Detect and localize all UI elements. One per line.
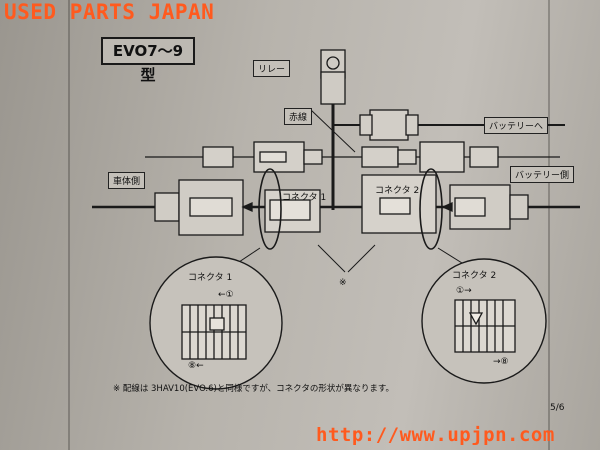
connector-1-label: コネクタ 1 (282, 193, 327, 203)
to-battery-label: バッテリーへ (484, 117, 549, 134)
red-wire-leader (310, 109, 356, 153)
watermark-bottom: http://www.upjpn.com (316, 424, 555, 446)
connector-2-highlight (419, 168, 443, 250)
page-number: 5/6 (550, 403, 565, 413)
relay-body (320, 71, 346, 105)
relay-circle (326, 56, 340, 70)
battery-side-label: バッテリー側 (510, 166, 575, 183)
paper-fold-line (68, 0, 70, 450)
inline-fuse-body (369, 109, 409, 141)
detail-1-title: コネクタ 1 (188, 273, 233, 283)
detail-1-pin-start: ←① (218, 290, 234, 300)
model-title: EVO7～9 型 (101, 37, 195, 84)
body-side-label: 車体側 (108, 172, 146, 189)
paper-fold-line (548, 0, 550, 450)
connector-1-highlight (258, 168, 282, 250)
red-wire-label: 赤線 (284, 108, 313, 125)
detail-1-pin-end: ⑧← (188, 361, 204, 371)
connector-2-label: コネクタ 2 (375, 186, 420, 196)
detail-2-pin-start: ①→ (456, 286, 472, 296)
asterisk-mark: ※ (339, 278, 347, 288)
detail-2-pin-end: →⑧ (493, 357, 509, 367)
footnote: ※ 配線は 3HAV10(EVO.6)と同様ですが、コネクタの形状が異なります。 (113, 384, 394, 394)
watermark-top: USED PARTS JAPAN (4, 0, 215, 24)
detail-2-title: コネクタ 2 (452, 271, 497, 281)
relay-label: リレー (253, 60, 291, 77)
